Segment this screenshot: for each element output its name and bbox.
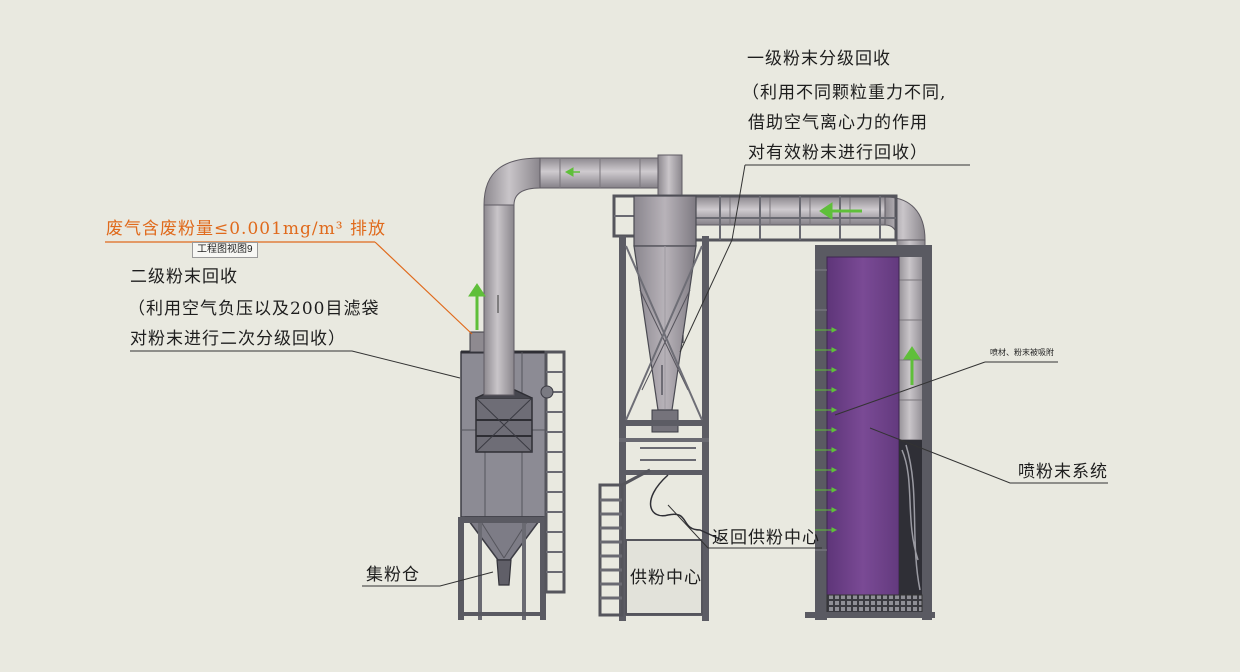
airflow-arrows: [468, 167, 921, 533]
small-note-label: 喷材、粉末被吸附: [990, 348, 1054, 357]
cyclone-unit: [598, 194, 898, 621]
spray-system-label: 喷粉末系统: [1018, 462, 1108, 482]
primary-recovery-line-3: 对有效粉末进行回收）: [748, 143, 928, 163]
secondary-recovery-line-2: 对粉末进行二次分级回收）: [130, 329, 346, 349]
leader-lines: [105, 164, 1108, 587]
secondary-recovery-line-1: （利用空气负压以及200目滤袋: [128, 299, 380, 319]
primary-recovery-line-1: （利用不同颗粒重力不同,: [742, 83, 947, 103]
view-tag[interactable]: 工程图视图9: [192, 242, 258, 258]
exhaust-emission-label: 废气含废粉量≤0.001mg/m³ 排放: [106, 219, 386, 239]
powder-collector-label: 集粉仓: [366, 565, 420, 585]
duct-system: [483, 154, 926, 441]
primary-recovery-line-2: 借助空气离心力的作用: [748, 113, 928, 133]
supply-center-label: 供粉中心: [630, 568, 702, 588]
primary-recovery-title: 一级粉末分级回收: [747, 49, 891, 69]
return-supply-label: 返回供粉中心: [712, 528, 820, 548]
secondary-recovery-title: 二级粉末回收: [130, 267, 238, 287]
